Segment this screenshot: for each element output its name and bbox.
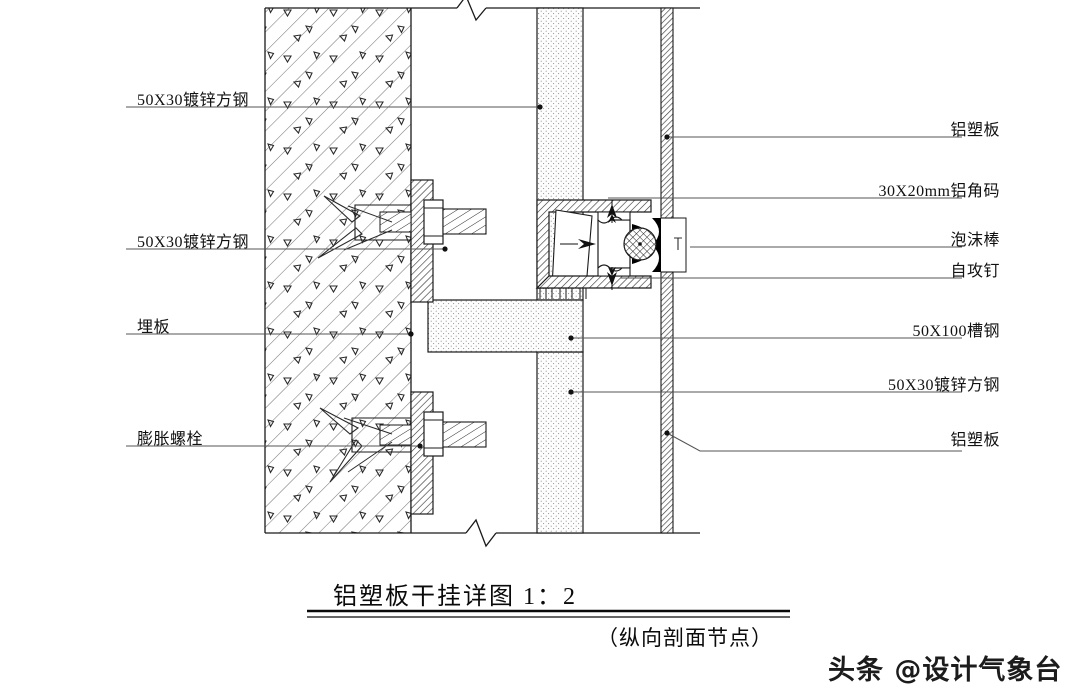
label-self-tapping-screw: 自攻钉 — [950, 263, 1000, 280]
label-channel-steel: 50X100槽钢 — [912, 323, 1000, 340]
self-tapping-screw-lower — [607, 267, 617, 290]
title-underline — [307, 609, 790, 618]
label-acp-panel-top: 铝塑板 — [950, 122, 1000, 139]
label-acp-panel-bottom: 铝塑板 — [950, 432, 1000, 449]
label-expansion-bolt: 膨胀螺栓 — [137, 431, 204, 448]
label-embedded-plate: 埋板 — [137, 319, 171, 336]
drawing-title: 铝塑板干挂详图 1：2 — [333, 584, 577, 610]
label-galvanized-tube-top: 50X30镀锌方钢 — [137, 92, 250, 109]
source-watermark: 头条 @设计气象台 — [828, 655, 1063, 686]
panel-edge-joint-detail — [560, 200, 687, 290]
expansion-bolt-upper — [317, 195, 487, 259]
label-foam-rod: 泡沫棒 — [950, 232, 1000, 249]
leader-lines-left — [126, 106, 540, 447]
label-galvanized-tube-right: 50X30镀锌方钢 — [887, 377, 1000, 394]
label-aluminium-angle: 30X20mm铝角码 — [878, 183, 1000, 200]
leader-dots-right — [568, 134, 670, 436]
expansion-bolt-lower — [319, 407, 487, 483]
self-tapping-screw-upper — [607, 200, 617, 223]
bracket-pointer-arrow — [560, 239, 596, 249]
leader-lines-right — [571, 136, 962, 452]
aluminium-angle-bracket — [535, 199, 652, 299]
label-galvanized-tube-mid: 50X30镀锌方钢 — [137, 234, 250, 251]
drawing-subtitle: （纵向剖面节点） — [597, 626, 773, 650]
leader-dots-left — [408, 104, 543, 449]
channel-steel-beam — [427, 299, 584, 353]
concrete-wall — [264, 8, 412, 533]
aluminium-composite-panel — [660, 7, 700, 534]
